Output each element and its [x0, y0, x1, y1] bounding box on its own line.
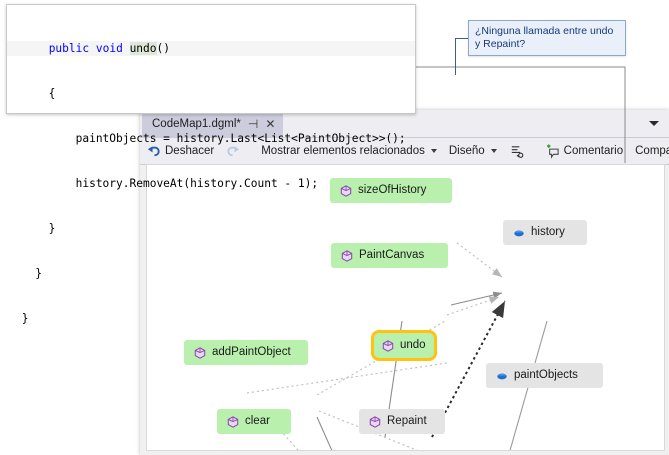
method-icon: [194, 346, 206, 359]
redo-arrow-icon: [227, 145, 240, 156]
code-line: {: [15, 87, 56, 100]
code-line: history.RemoveAt(history.Count - 1);: [15, 177, 319, 190]
diagram-node-Repaint[interactable]: Repaint: [359, 409, 445, 434]
node-label: PaintCanvas: [359, 249, 425, 261]
class-icon: [341, 249, 353, 262]
add-comment-icon: [546, 143, 559, 159]
chevron-down-icon: [430, 149, 437, 153]
comment-button[interactable]: Comentario: [539, 140, 628, 162]
node-label: addPaintObject: [212, 346, 291, 358]
diagram-node-undo[interactable]: undo: [371, 330, 437, 361]
layout-button[interactable]: Diseño: [444, 140, 502, 162]
undo-arrow-icon: [147, 145, 160, 156]
codemap-tool-window[interactable]: CodeMap1.dgml* ⊣ ✕ Deshacer Mostrar elem…: [140, 110, 669, 455]
share-button[interactable]: Compartir: [630, 140, 669, 162]
field-icon: [514, 230, 524, 236]
code-line: }: [15, 267, 42, 280]
comment-label: Comentario: [563, 145, 624, 157]
node-label: sizeOfHistory: [358, 184, 427, 196]
diagram-node-PaintCanvas[interactable]: PaintCanvas: [331, 243, 448, 268]
chevron-down-icon: [490, 149, 497, 153]
method-icon: [340, 184, 352, 197]
code-line: }: [15, 312, 29, 325]
method-icon: [194, 346, 206, 359]
field-icon: [496, 370, 508, 382]
identifier-undo: undo: [129, 42, 157, 55]
field-icon: [513, 227, 525, 239]
codemap-canvas[interactable]: ? sizeOfHistoryhistoryPaintCanvasundoadd…: [146, 164, 665, 451]
field-icon: [497, 373, 507, 379]
node-label: history: [531, 226, 565, 238]
diagram-node-paintObjects[interactable]: paintObjects: [486, 363, 603, 388]
share-label: Compartir: [635, 145, 669, 157]
code-editor-text[interactable]: public void undo() { paintObjects = hist…: [7, 5, 415, 325]
node-label: clear: [245, 415, 270, 427]
method-icon: [227, 415, 239, 428]
undo-label: Deshacer: [165, 145, 215, 157]
diagram-node-sizeOfHistory[interactable]: sizeOfHistory: [330, 178, 452, 203]
method-icon: [227, 415, 239, 428]
keyword-void: void: [95, 42, 123, 55]
undo-button[interactable]: Deshacer: [141, 140, 219, 162]
method-icon: [369, 415, 381, 428]
code-line: paintObjects = history.Last<List<PaintOb…: [15, 132, 406, 145]
code-editor-window[interactable]: public void undo() { paintObjects = hist…: [6, 4, 416, 325]
code-line: public void undo(): [7, 41, 415, 56]
tab-codemap1[interactable]: CodeMap1.dgml* ⊣ ✕: [142, 111, 284, 137]
keyword-public: public: [48, 42, 90, 55]
callout-note: ¿Ninguna llamada entre undo y Repaint?: [468, 20, 626, 56]
node-label: Repaint: [387, 415, 427, 427]
legend-icon: [511, 145, 524, 158]
legend-button[interactable]: [504, 140, 529, 162]
tab-overflow-button[interactable]: [643, 110, 665, 137]
layout-label: Diseño: [448, 145, 485, 157]
diagram-node-addPaintObject[interactable]: addPaintObject: [184, 340, 308, 365]
tab-title: CodeMap1.dgml*: [152, 118, 241, 130]
diagram-node-history[interactable]: history: [503, 220, 587, 245]
method-icon: [382, 339, 394, 352]
diagram-node-clear[interactable]: clear: [217, 409, 291, 434]
method-icon: [340, 184, 352, 197]
chevron-down-icon: [649, 121, 659, 126]
callout-leader-line: [455, 38, 470, 75]
method-icon: [341, 249, 353, 262]
node-label: undo: [400, 339, 426, 351]
method-icon: [369, 415, 381, 428]
redo-button[interactable]: [221, 140, 246, 162]
node-label: paintObjects: [514, 369, 578, 381]
pin-icon[interactable]: ⊣: [247, 117, 259, 131]
method-icon: [382, 339, 394, 352]
code-line: }: [15, 222, 56, 235]
